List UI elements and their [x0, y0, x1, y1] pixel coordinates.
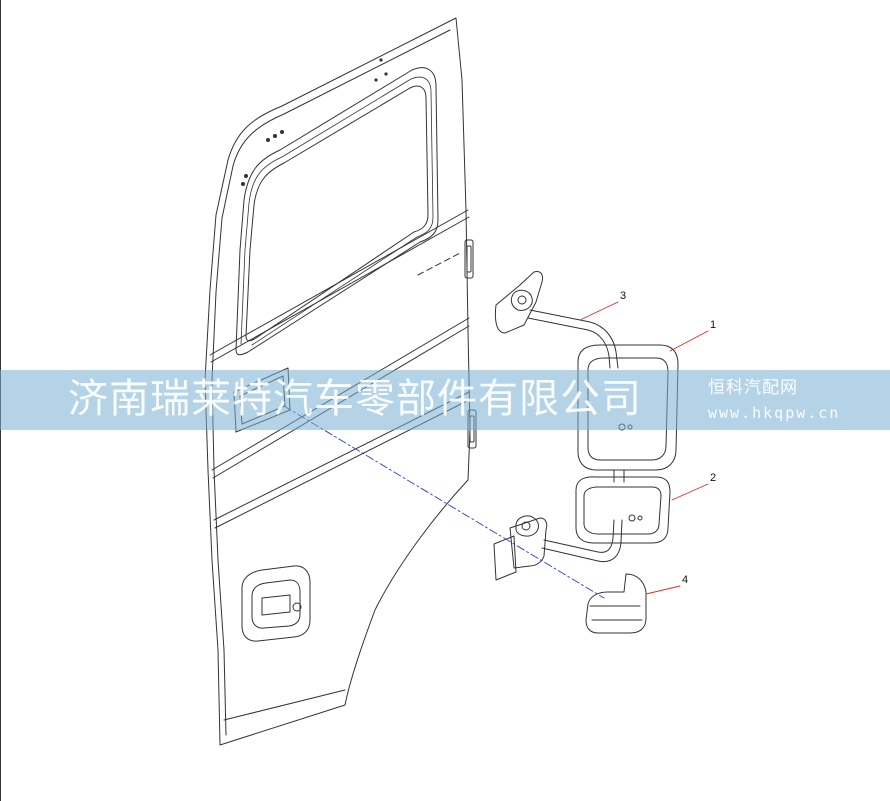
lower-bracket-body [509, 517, 548, 569]
belt-line-lower [210, 216, 470, 363]
wide-mirror-stem [613, 469, 625, 483]
door-handle [251, 579, 301, 629]
window-frame-outer [235, 67, 439, 356]
upper-bracket-base [494, 271, 543, 334]
callout-2: 2 [710, 472, 716, 484]
lower-arm-tube-edge [541, 519, 623, 563]
mirror-arm-cover [585, 573, 647, 634]
watermark-band [0, 370, 890, 430]
main-mirror-glass [587, 357, 669, 461]
door-handle-grip [261, 594, 291, 616]
upper-bracket-pivot [517, 295, 527, 305]
upper-arm-tube [529, 309, 619, 369]
door-handle-recess [241, 565, 311, 642]
wide-mirror-housing [575, 476, 671, 544]
leader-4 [645, 585, 681, 595]
upper-arm-tube-edge [527, 317, 611, 369]
callout-numbers: 3 1 2 4 [620, 290, 716, 586]
callout-3: 3 [620, 290, 626, 302]
leader-3 [579, 301, 619, 321]
window-glass [245, 85, 429, 342]
callout-leaders [579, 301, 709, 595]
upper-bracket-boss [510, 289, 533, 311]
watermark-brand: 恒科汽配网 [708, 378, 798, 398]
wide-mirror-glass [583, 486, 662, 535]
upper-mirror-arm [494, 271, 619, 369]
assembly-guide-line [283, 405, 605, 599]
door-inner-edge [211, 29, 451, 736]
cover-face [589, 605, 643, 621]
leader-1 [669, 330, 709, 352]
door-lock-cylinder [292, 602, 302, 612]
belt-line-upper [209, 209, 469, 356]
lower-mirror-arm [493, 515, 623, 581]
watermark-url: www.hkqpw.cn [708, 404, 841, 422]
lower-arm-tube [543, 519, 615, 553]
door-lower-edge [223, 689, 346, 721]
cover-body [585, 573, 647, 634]
callout-1: 1 [710, 319, 716, 331]
door-dashed-guide [417, 251, 463, 276]
window-seal [240, 76, 434, 346]
lower-bracket-knuckle [515, 515, 539, 537]
frame-bolt-holes [241, 58, 388, 186]
lower-bracket-pivot [521, 521, 531, 531]
wide-angle-mirror [575, 469, 671, 544]
main-mirror-housing [577, 344, 679, 471]
wide-mirror-screw-2 [637, 515, 643, 521]
lower-bracket-plate [493, 535, 517, 581]
door-outline [204, 17, 471, 746]
callout-4: 4 [682, 574, 688, 586]
wide-mirror-screw [628, 514, 636, 522]
watermark-company: 济南瑞莱特汽车零部件有限公司 [68, 376, 642, 422]
leader-2 [671, 483, 709, 501]
